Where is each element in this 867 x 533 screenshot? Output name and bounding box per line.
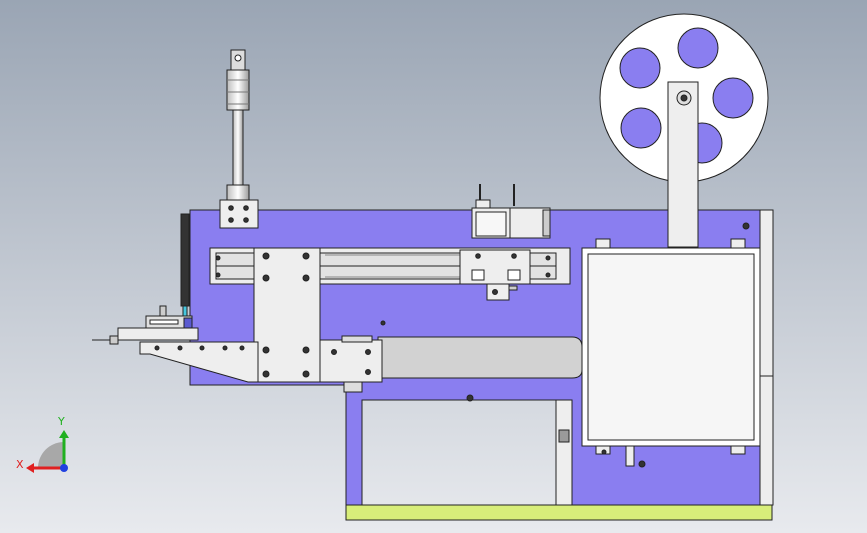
triad-plane-arc [38, 442, 64, 468]
lower-mount-block [319, 335, 383, 393]
machine-assembly[interactable] [92, 13, 774, 521]
triad-y-label: Y [57, 415, 65, 428]
frame-slot [377, 336, 583, 379]
left-bracket [139, 341, 259, 383]
left-vertical-rail [180, 213, 190, 307]
vertical-mount-plate [253, 247, 321, 383]
triad-x-label: X [16, 458, 24, 471]
reel-support-arm [667, 81, 699, 248]
triad-z-axis [60, 464, 68, 472]
frame-screws [380, 222, 750, 468]
module-carriage [486, 283, 518, 301]
servo-motor-icon [471, 184, 551, 239]
left-cutter-assembly [92, 305, 199, 345]
frame-right-edge [759, 209, 774, 377]
triad-x-arrow [26, 463, 34, 473]
air-cylinder-icon [219, 49, 259, 229]
control-box [581, 238, 761, 467]
coordinate-triad-icon[interactable]: X Y [16, 415, 69, 473]
base-plate [345, 504, 773, 521]
triad-y-arrow [59, 430, 69, 438]
